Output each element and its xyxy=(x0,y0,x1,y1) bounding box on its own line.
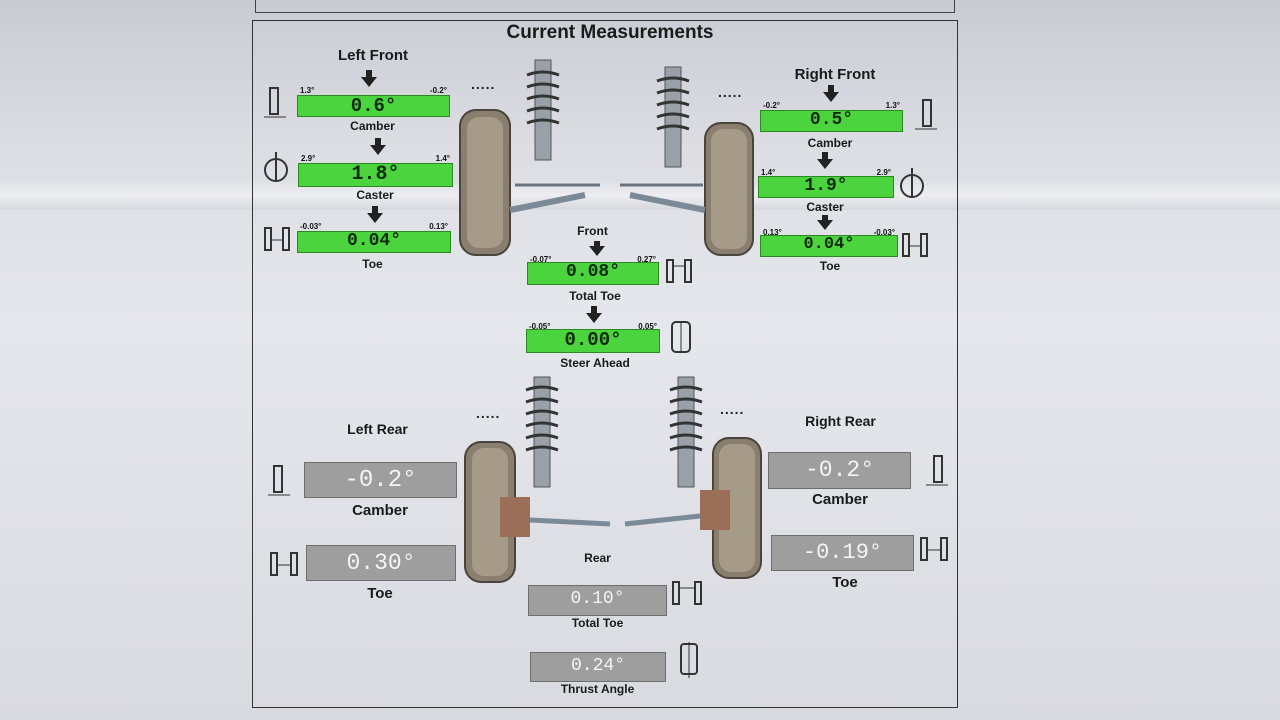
rf-camber-gauge: -0.2° 1.3° 0.5° xyxy=(760,100,903,132)
rf-caster-gauge: 1.4° 2.9° 1.9° xyxy=(758,167,894,198)
rf-caster-min: 1.4° xyxy=(761,168,776,177)
rear-total-toe-gauge: 0.10° xyxy=(528,585,667,616)
camber-icon xyxy=(264,87,286,118)
lf-caster-gauge: 2.9° 1.4° 1.8° xyxy=(298,153,453,187)
lf-camber-label: Camber xyxy=(350,119,395,133)
steer-ahead-gauge: -0.05° 0.05° 0.00° xyxy=(526,321,660,353)
rr-toe-gauge: -0.19° xyxy=(771,535,914,571)
rear-total-toe-value: 0.10° xyxy=(570,589,625,609)
dots-left-front: ..... xyxy=(471,76,496,92)
steer-ahead-max: 0.05° xyxy=(638,322,657,331)
lr-toe-gauge: 0.30° xyxy=(306,545,456,581)
page-title: Current Measurements xyxy=(506,22,714,43)
lf-toe-value: 0.04° xyxy=(346,231,401,251)
measurements-sheet xyxy=(252,20,958,708)
rf-toe-gauge: 0.13° -0.03° 0.04° xyxy=(760,227,898,257)
rf-toe-max: -0.03° xyxy=(873,228,895,237)
rf-camber-value: 0.5° xyxy=(809,110,854,130)
toe-icon xyxy=(270,552,298,576)
front-axle-label: Front xyxy=(577,224,608,238)
rf-toe-min: 0.13° xyxy=(763,228,782,237)
rf-camber-min: -0.2° xyxy=(763,101,780,110)
lf-caster-min: 2.9° xyxy=(301,154,316,163)
toe-icon xyxy=(920,537,948,561)
rf-toe-value: 0.04° xyxy=(803,235,855,254)
lf-camber-gauge: 1.3° -0.2° 0.6° xyxy=(297,85,450,117)
previous-section-box xyxy=(255,0,955,13)
camber-icon xyxy=(268,465,290,496)
rear-total-toe-label: Total Toe xyxy=(571,616,624,630)
front-total-toe-gauge: -0.07° 0.27° 0.08° xyxy=(527,254,659,285)
rf-caster-label: Caster xyxy=(806,200,844,214)
lr-toe-value: 0.30° xyxy=(346,550,416,576)
lr-camber-label: Camber xyxy=(352,502,408,519)
steer-ahead-value: 0.00° xyxy=(564,329,622,351)
caster-icon xyxy=(264,152,288,182)
rr-camber-gauge: -0.2° xyxy=(768,452,911,489)
lf-caster-label: Caster xyxy=(356,188,394,202)
right-front-header: Right Front xyxy=(794,66,876,83)
dots-left-rear: ..... xyxy=(476,405,501,421)
lf-toe-label: Toe xyxy=(362,257,383,271)
total-toe-pointer-icon xyxy=(589,246,605,256)
front-total-toe-label: Total Toe xyxy=(569,289,621,303)
lr-camber-value: -0.2° xyxy=(344,467,417,494)
rf-caster-max: 2.9° xyxy=(876,168,891,177)
front-total-toe-value: 0.08° xyxy=(565,262,620,282)
toe-icon xyxy=(902,233,928,257)
lr-toe-label: Toe xyxy=(367,585,393,602)
rr-camber-label: Camber xyxy=(812,491,868,508)
lf-toe-min: -0.03° xyxy=(300,222,322,231)
lf-caster-max: 1.4° xyxy=(435,154,450,163)
steer-ahead-label: Steer Ahead xyxy=(560,356,630,370)
front-total-toe-min: -0.07° xyxy=(530,255,552,264)
rr-toe-value: -0.19° xyxy=(802,540,883,565)
lf-toe-gauge: -0.03° 0.13° 0.04° xyxy=(297,221,451,253)
thrust-angle-icon xyxy=(680,642,698,678)
steer-ahead-icon xyxy=(671,321,691,353)
lf-caster-pointer-icon xyxy=(370,145,386,155)
dots-right-rear: ..... xyxy=(720,401,745,417)
steer-ahead-min: -0.05° xyxy=(529,322,551,331)
camber-icon xyxy=(926,455,948,486)
camber-icon xyxy=(915,99,937,130)
left-front-header: Left Front xyxy=(338,47,408,64)
lf-caster-value: 1.8° xyxy=(351,163,400,186)
rf-toe-pointer-icon xyxy=(817,220,833,230)
steer-ahead-pointer-icon xyxy=(586,313,602,323)
rf-caster-value: 1.9° xyxy=(804,176,848,196)
rear-suspension-illustration xyxy=(464,376,762,583)
rf-caster-pointer-icon xyxy=(817,159,833,169)
rr-camber-value: -0.2° xyxy=(804,457,874,483)
lf-toe-pointer-icon xyxy=(367,213,383,223)
toe-icon xyxy=(264,227,290,251)
front-total-toe-max: 0.27° xyxy=(637,255,656,264)
caster-icon xyxy=(900,168,924,198)
lf-camber-value: 0.6° xyxy=(350,95,397,117)
rr-toe-label: Toe xyxy=(832,574,858,591)
thrust-angle-label: Thrust Angle xyxy=(560,682,635,696)
dots-right-front: ..... xyxy=(718,84,743,100)
lf-camber-max: -0.2° xyxy=(430,86,447,95)
lf-toe-max: 0.13° xyxy=(429,222,448,231)
total-toe-icon xyxy=(666,259,692,283)
lf-camber-pointer-icon xyxy=(361,77,377,87)
rf-toe-label: Toe xyxy=(819,259,841,273)
rf-camber-pointer-icon xyxy=(823,92,839,102)
rear-total-toe-icon xyxy=(672,581,702,605)
rear-axle-label: Rear xyxy=(584,551,611,565)
rf-camber-label: Camber xyxy=(807,136,853,150)
lf-camber-min: 1.3° xyxy=(300,86,315,95)
front-suspension-illustration xyxy=(459,59,754,256)
rf-camber-max: 1.3° xyxy=(885,101,900,110)
right-rear-header: Right Rear xyxy=(805,413,876,429)
left-rear-header: Left Rear xyxy=(347,421,408,437)
thrust-angle-value: 0.24° xyxy=(570,656,625,676)
lr-camber-gauge: -0.2° xyxy=(304,462,457,498)
thrust-angle-gauge: 0.24° xyxy=(530,652,666,682)
